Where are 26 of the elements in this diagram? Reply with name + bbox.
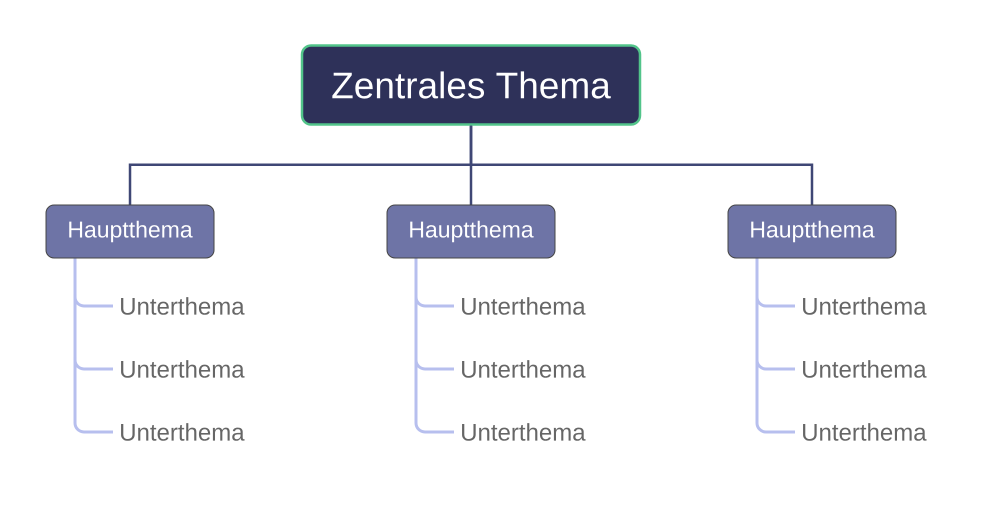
connector-line (756, 294, 795, 308)
subtopic-label: Unterthema (803, 297, 927, 315)
subtopic-label: Unterthema (462, 297, 586, 315)
subtopic-label: Unterthema (121, 297, 245, 315)
connector-line (74, 258, 77, 420)
connector-line (414, 420, 454, 434)
topic-box: Hauptthema (728, 204, 896, 258)
subtopic-label: Unterthema (462, 423, 586, 441)
topic-box: Hauptthema (46, 204, 214, 258)
connector-line (756, 357, 795, 370)
subtopic-label: Unterthema (121, 423, 245, 441)
subtopic-label: Unterthema (462, 360, 586, 378)
connector-line (74, 357, 113, 370)
connector-line (470, 126, 814, 204)
root-topic-box: Zentrales Thema (300, 44, 642, 126)
connector-line (414, 357, 454, 370)
connector-line (414, 294, 454, 308)
connector-line (414, 258, 418, 420)
subtopic-label: Unterthema (121, 360, 245, 378)
connector-line (756, 258, 758, 420)
subtopic-label: Unterthema (803, 360, 927, 378)
connector-line (74, 294, 113, 308)
connector-line (756, 420, 795, 434)
connector-line (74, 420, 113, 434)
topic-box: Hauptthema (386, 204, 556, 258)
subtopic-label: Unterthema (803, 423, 927, 441)
